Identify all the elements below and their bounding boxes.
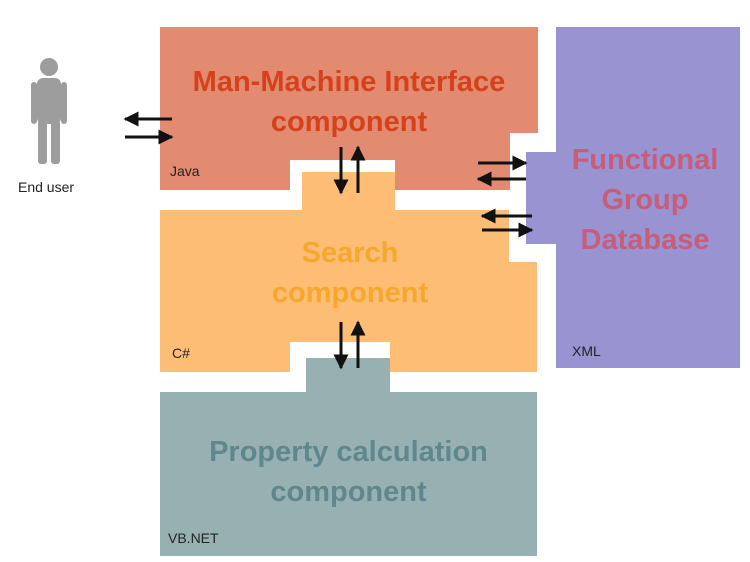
mmi-component-title: Man-Machine Interface component: [192, 66, 506, 138]
mmi-language-tag: Java: [170, 163, 200, 179]
property-language-tag: VB.NET: [168, 530, 219, 546]
person-icon: [31, 58, 67, 164]
mmi-component-shape: [160, 27, 538, 190]
property-component-title: Property calculation component: [209, 436, 488, 508]
search-component-title: Search component: [271, 237, 429, 309]
search-component-shape: [160, 172, 537, 372]
end-user-label: End user: [18, 179, 75, 195]
database-shape: [526, 27, 740, 368]
database-language-tag: XML: [572, 343, 601, 359]
search-language-tag: C#: [172, 345, 190, 361]
property-calculation-component-shape: [160, 358, 537, 556]
database-title: Functional Group Database: [571, 144, 719, 256]
